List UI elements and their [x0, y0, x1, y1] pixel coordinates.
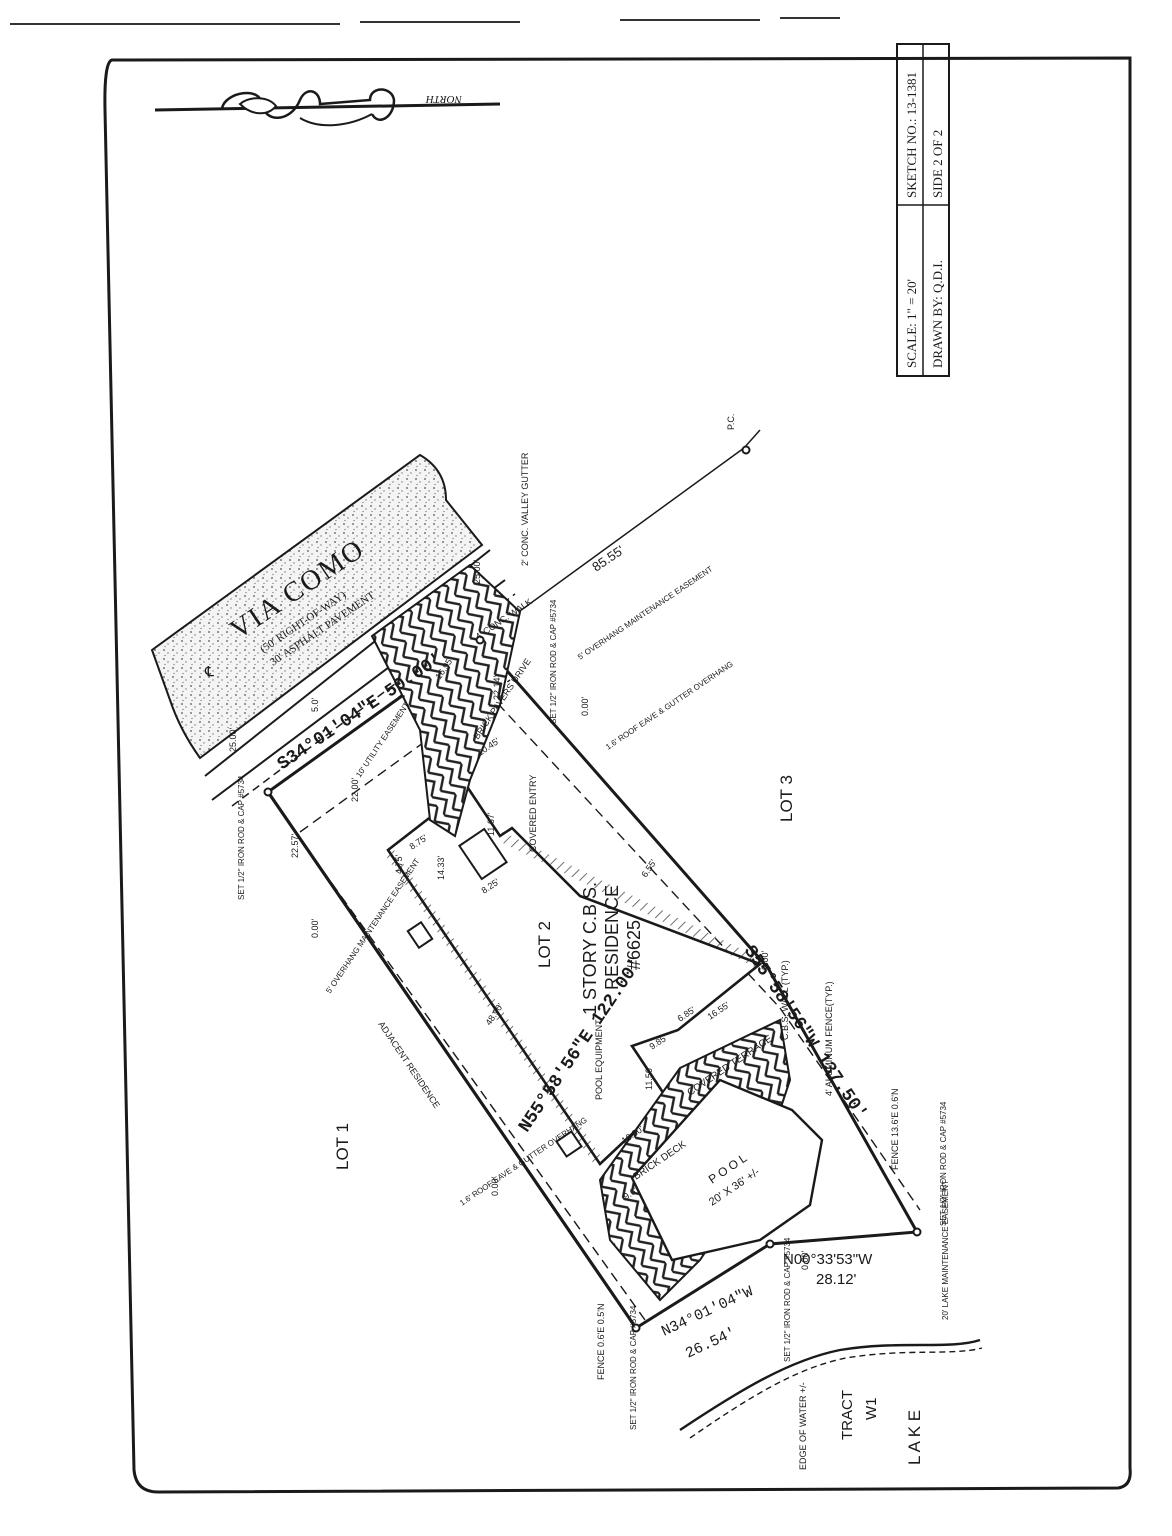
- dim-6-55: 6.55': [639, 857, 658, 879]
- dim-0-e: 0.00': [800, 1250, 810, 1270]
- dim-0-a: 0.00': [310, 918, 320, 938]
- fence-right-label: FENCE 13.6'E 0.6'N: [890, 1089, 900, 1170]
- brick-pavers-drive: [370, 563, 522, 838]
- pc-label: P.C.: [726, 414, 736, 430]
- scan-edge-marks: [10, 17, 840, 25]
- dim-25-right: 25.00': [472, 559, 482, 584]
- iron-rod-markers: [263, 445, 922, 1333]
- bearing-rear-1: N34°01'04"W: [659, 1283, 756, 1340]
- lake-shoreline: [679, 1338, 983, 1439]
- dim-22-00: 22.00': [350, 777, 360, 802]
- dim-0-c: 0.00': [580, 696, 590, 716]
- dim-14-33: 14.33': [436, 855, 446, 880]
- dim-5: 5.0': [310, 697, 320, 712]
- edge-water-label: EDGE OF WATER +/-: [798, 1382, 808, 1470]
- aluminum-fence-label: 4' ALUMINUM FENCE(TYP.): [824, 981, 834, 1096]
- iron-rod-label-5: SET 1/2" IRON ROD & CAP #5734: [783, 1237, 792, 1362]
- dim-11-50: 11.50': [644, 1066, 654, 1090]
- iron-rod-label-3: SET 1/2" IRON ROD & CAP #5734: [939, 1101, 948, 1226]
- tract-label: TRACT: [839, 1390, 856, 1440]
- covered-entry: [457, 827, 509, 881]
- dim-0-b: 0.00': [490, 1176, 500, 1196]
- cbs-wall-label: C.B.S. WALL (TYP.): [780, 960, 790, 1040]
- north-arrow-icon: NORTH: [154, 88, 501, 127]
- dim-11-67: 11.67': [486, 812, 496, 836]
- overhang-right-label: 5' OVERHANG MAINTENANCE EASEMENT: [576, 564, 714, 661]
- iron-rod-label-2: SET 1/2" IRON ROD & CAP #5734: [549, 599, 558, 724]
- via-como-road: VIA COMO (50' RIGHT-OF-WAY) 30' ASPHALT …: [150, 453, 484, 760]
- dim-22-57: 22.57': [290, 833, 300, 858]
- sheet-border: [103, 56, 1132, 1494]
- lake-label: L A K E: [905, 1410, 924, 1465]
- residence-line-3: #6625: [624, 920, 644, 970]
- bearing-rear-2: N00°33'53"W: [783, 1251, 873, 1268]
- centerline-symbol: ℄: [204, 663, 214, 679]
- lot-2-label: LOT 2: [535, 921, 554, 968]
- fence-left-label: FENCE 0.6'E 0.5'N: [596, 1304, 606, 1380]
- iron-rod-label-4: SET 1/2" IRON ROD & CAP #5734: [629, 1305, 638, 1430]
- iron-rod-label-1: SET 1/2" IRON ROD & CAP #5734: [237, 775, 246, 900]
- title-block: SCALE: 1" = 20' DRAWN BY: Q.D.I. SKETCH …: [896, 43, 950, 377]
- pool-equipment-pad: [555, 1130, 583, 1158]
- dim-0-d: 0.00': [760, 950, 770, 970]
- residence-line-2: RESIDENCE: [602, 885, 622, 990]
- lot-1-label: LOT 1: [333, 1123, 352, 1170]
- covered-entry-label: COVERED ENTRY: [528, 775, 538, 852]
- bearing-rear-1-dist: 26.54': [683, 1324, 739, 1362]
- dim-4-75: 4.75': [394, 854, 404, 874]
- pool: [630, 1078, 824, 1262]
- sheet-side: SIDE 2 OF 2: [930, 130, 945, 198]
- residence-line-1: 1 STORY C.B.S.: [580, 882, 600, 1015]
- dim-25-left: 25.00': [228, 727, 238, 752]
- sketch-number: SKETCH NO.: 13-1381: [904, 72, 919, 198]
- drawn-by-label: DRAWN BY: Q.D.I.: [930, 260, 945, 368]
- scale-label: SCALE: 1" = 20': [904, 279, 919, 368]
- pool-equipment-label: POOL EQUIPMENT: [594, 1019, 604, 1100]
- lot-3-label: LOT 3: [777, 775, 796, 822]
- ac-pad: [406, 920, 434, 950]
- dim-22-14: 22.14': [492, 675, 502, 700]
- valley-gutter-label: 2' CONC. VALLEY GUTTER: [520, 452, 530, 566]
- north-label: NORTH: [425, 93, 463, 105]
- eave-right-label: 1.6' ROOF EAVE & GUTTER OVERHANG: [604, 659, 735, 751]
- bearing-rear-2-dist: 28.12': [816, 1271, 857, 1288]
- lake-maintenance-label: 20' LAKE MAINTENANCE EASEMENT: [941, 1180, 950, 1320]
- overhang-left-label: 5' OVERHANG MAINTENANCE EASEMENT: [324, 857, 421, 995]
- tract-id: W1: [863, 1398, 880, 1421]
